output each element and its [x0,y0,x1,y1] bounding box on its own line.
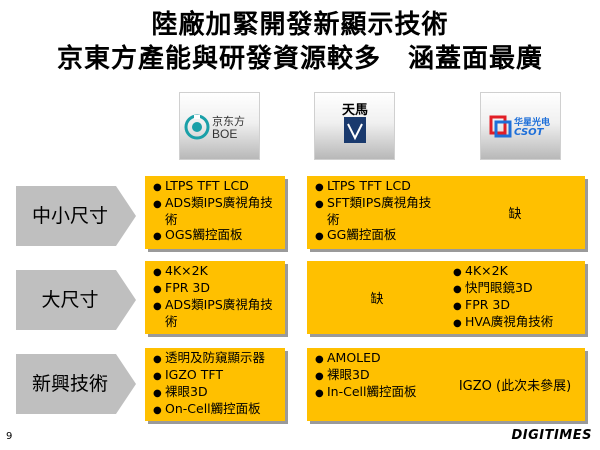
list-item: LTPS TFT LCD [315,178,443,195]
cell-tianma-emerging: AMOLED 裸眼3D In-Cell觸控面板 [307,348,447,421]
tianma-logo-text: 天馬 [342,103,369,118]
list-item: ADS類IPS廣視角技術 [153,195,281,227]
list-item: 4K×2K [153,263,281,280]
cell-text: 缺 [370,292,384,307]
cell-boe-large: 4K×2K FPR 3D ADS類IPS廣視角技術 [145,261,285,334]
boe-logo-cn: 京东方 [212,115,245,128]
list-item: 透明及防窺顯示器 [153,350,281,367]
cell-text: IGZO (此次未參展) [458,379,572,394]
row-label-large: 大尺寸 [16,270,136,330]
page-subtitle: 京東方產能與研發資源較多 涵蓋面最廣 [56,44,543,74]
row-label-small-medium: 中小尺寸 [16,186,136,246]
row-label-emerging: 新興技術 [16,354,136,414]
cell-csot-small-medium: 缺 [445,176,585,249]
digitimes-logo: DIGITIMES [511,428,592,443]
list-item: AMOLED [315,350,443,367]
page-number: 9 [6,431,13,442]
cell-boe-emerging: 透明及防窺顯示器 IGZO TFT 裸眼3D On-Cell觸控面板 [145,348,285,421]
cell-tianma-large: 缺 [307,261,447,334]
cell-csot-large: 4K×2K 快門眼鏡3D FPR 3D HVA廣視角技術 [445,261,585,334]
tianma-logo: 天馬 [314,92,395,160]
boe-logo-en: BOE [212,127,238,141]
boe-logo: 京东方 BOE [179,92,260,160]
list-item: 裸眼3D [153,384,281,401]
list-item: SFT類IPS廣視角技術 [315,195,443,227]
cell-text: 缺 [508,207,522,222]
cell-boe-small-medium: LTPS TFT LCD ADS類IPS廣視角技術 OGS觸控面板 [145,176,285,249]
list-item: IGZO TFT [153,367,281,384]
cell-tianma-small-medium: LTPS TFT LCD SFT類IPS廣視角技術 GG觸控面板 [307,176,447,249]
page-title: 陸廠加緊開發新顯示技術 [151,10,449,40]
list-item: 裸眼3D [315,367,443,384]
list-item: On-Cell觸控面板 [153,401,281,418]
list-item: In-Cell觸控面板 [315,384,443,401]
list-item: FPR 3D [453,297,581,314]
csot-logo-en: CSOT [514,127,544,138]
csot-logo: 华星光电 CSOT [480,92,561,160]
list-item: 4K×2K [453,263,581,280]
list-item: GG觸控面板 [315,227,443,244]
list-item: FPR 3D [153,280,281,297]
cell-csot-emerging: IGZO (此次未參展) [445,348,585,421]
list-item: LTPS TFT LCD [153,178,281,195]
list-item: 快門眼鏡3D [453,280,581,297]
list-item: OGS觸控面板 [153,227,281,244]
list-item: ADS類IPS廣視角技術 [153,297,281,329]
csot-logo-cn: 华星光电 [514,118,551,128]
list-item: HVA廣視角技術 [453,314,581,331]
